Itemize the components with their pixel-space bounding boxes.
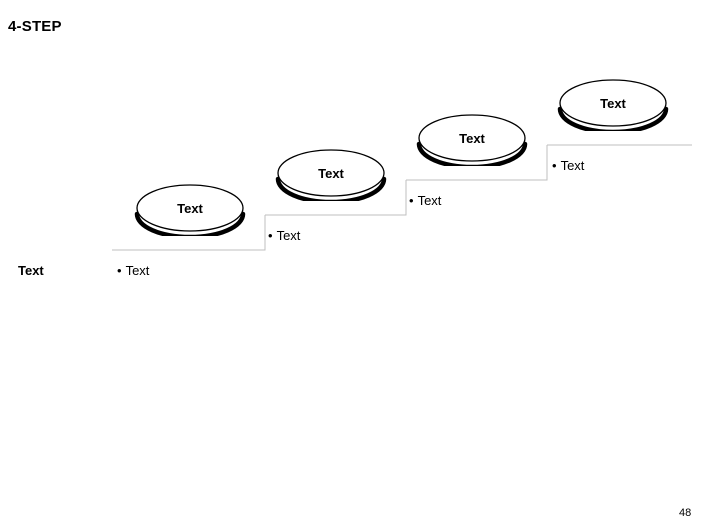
ellipse-shape xyxy=(557,79,669,131)
step-caption-label: Text xyxy=(125,263,150,278)
step-node-label: Text xyxy=(177,200,203,216)
step-node-4[interactable]: Text xyxy=(553,75,673,131)
step-node-label: Text xyxy=(600,95,626,111)
bullet-icon: • xyxy=(268,228,273,243)
ellipse-shape xyxy=(416,114,528,166)
step-line-3 xyxy=(406,145,548,181)
step-node-label: Text xyxy=(318,165,344,181)
step-caption-label: Text xyxy=(276,228,301,243)
step-line-2 xyxy=(265,180,407,216)
step-caption-4[interactable]: •Text xyxy=(552,159,584,172)
step-node-3[interactable]: Text xyxy=(412,110,532,166)
page-title: 4-STEP xyxy=(8,18,62,35)
ellipse-shape xyxy=(134,184,246,236)
bullet-icon: • xyxy=(552,158,557,173)
page-number: 48 xyxy=(679,507,692,519)
step-node-1[interactable]: Text xyxy=(130,180,250,236)
bullet-icon: • xyxy=(117,263,122,278)
step-caption-2[interactable]: •Text xyxy=(268,229,300,242)
bullet-icon: • xyxy=(409,193,414,208)
axis-label: Text xyxy=(18,263,44,278)
step-caption-3[interactable]: •Text xyxy=(409,194,441,207)
step-caption-label: Text xyxy=(417,193,442,208)
step-line-1 xyxy=(112,215,266,251)
step-node-2[interactable]: Text xyxy=(271,145,391,201)
ellipse-shape xyxy=(275,149,387,201)
step-node-label: Text xyxy=(459,130,485,146)
step-caption-1[interactable]: •Text xyxy=(117,264,149,277)
step-caption-label: Text xyxy=(560,158,585,173)
